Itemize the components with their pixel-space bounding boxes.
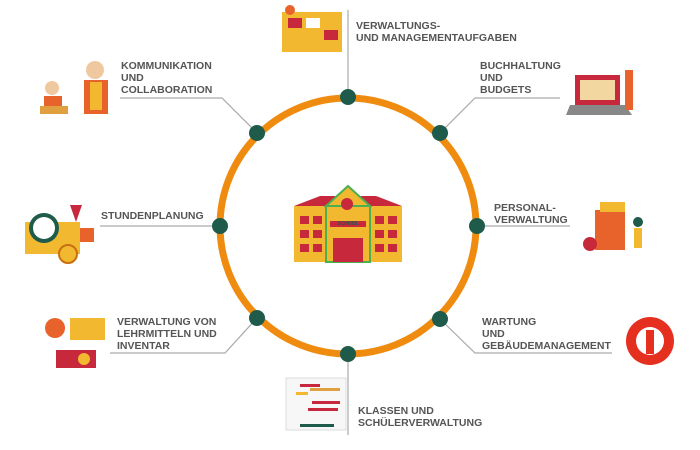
label-line: BUCHHALTUNG <box>480 60 561 72</box>
label-line: UND <box>121 72 144 84</box>
leader-line-lower-left <box>110 317 258 354</box>
communication-people-icon <box>40 61 108 114</box>
leader-lines <box>100 10 612 435</box>
label-wartung: WARTUNG UND GEBÄUDEMANAGEMENT <box>482 316 611 352</box>
label-personal: PERSONAL- VERWALTUNG <box>494 202 568 226</box>
teaching-materials-icon <box>45 318 105 368</box>
label-klassen: KLASSEN UND SCHÜLERVERWALTUNG <box>358 405 482 429</box>
label-line: VERWALTUNGS- <box>356 20 441 32</box>
nodes <box>212 89 485 362</box>
school-building-icon <box>294 184 402 263</box>
label-line: STUNDENPLANUNG <box>101 210 204 222</box>
label-kommunikation: KOMMUNIKATION UND COLLABORATION <box>121 60 212 96</box>
label-line: SCHÜLERVERWALTUNG <box>358 417 483 429</box>
label-line: BUDGETS <box>480 84 532 96</box>
label-line: KOMMUNIKATION <box>121 60 212 72</box>
label-line: INVENTAR <box>117 340 170 352</box>
label-line: PERSONAL- <box>494 202 556 214</box>
label-line: GEBÄUDEMANAGEMENT <box>482 340 611 352</box>
node-bottom <box>340 346 356 362</box>
label-line: KLASSEN UND <box>358 405 434 417</box>
leader-line-upper-left <box>120 97 258 134</box>
leader-line-lower-right <box>439 318 612 354</box>
label-stunden: STUNDENPLANUNG <box>101 210 204 222</box>
node-top <box>340 89 356 105</box>
schedule-clock-icon <box>25 205 94 264</box>
node-lower-left <box>249 310 265 326</box>
label-line: VERWALTUNG <box>494 214 568 226</box>
maintenance-gear-icon <box>626 317 674 365</box>
school-sign: SCHOOL <box>337 221 359 227</box>
class-schedule-chart-icon <box>285 377 347 431</box>
node-right <box>469 218 485 234</box>
label-line: WARTUNG <box>482 316 537 328</box>
node-left <box>212 218 228 234</box>
node-upper-right <box>432 125 448 141</box>
admin-board-icon <box>282 5 342 52</box>
label-line: COLLABORATION <box>121 84 213 96</box>
node-lower-right <box>432 311 448 327</box>
personnel-folder-icon <box>583 202 643 251</box>
label-line: UND MANAGEMENTAUFGABEN <box>356 32 517 44</box>
label-buchhaltung: BUCHHALTUNG UND BUDGETS <box>480 60 561 96</box>
label-line: VERWALTUNG VON <box>117 316 217 328</box>
label-verwaltung: VERWALTUNGS- UND MANAGEMENTAUFGABEN <box>356 20 517 44</box>
label-line: UND <box>482 328 505 340</box>
accounting-laptop-icon <box>566 70 633 115</box>
label-line: UND <box>480 72 503 84</box>
label-lehrmittel: VERWALTUNG VON LEHRMITTELN UND INVENTAR <box>117 316 217 352</box>
node-upper-left <box>249 125 265 141</box>
leader-line-upper-right <box>439 97 560 134</box>
label-line: LEHRMITTELN UND <box>117 328 217 340</box>
